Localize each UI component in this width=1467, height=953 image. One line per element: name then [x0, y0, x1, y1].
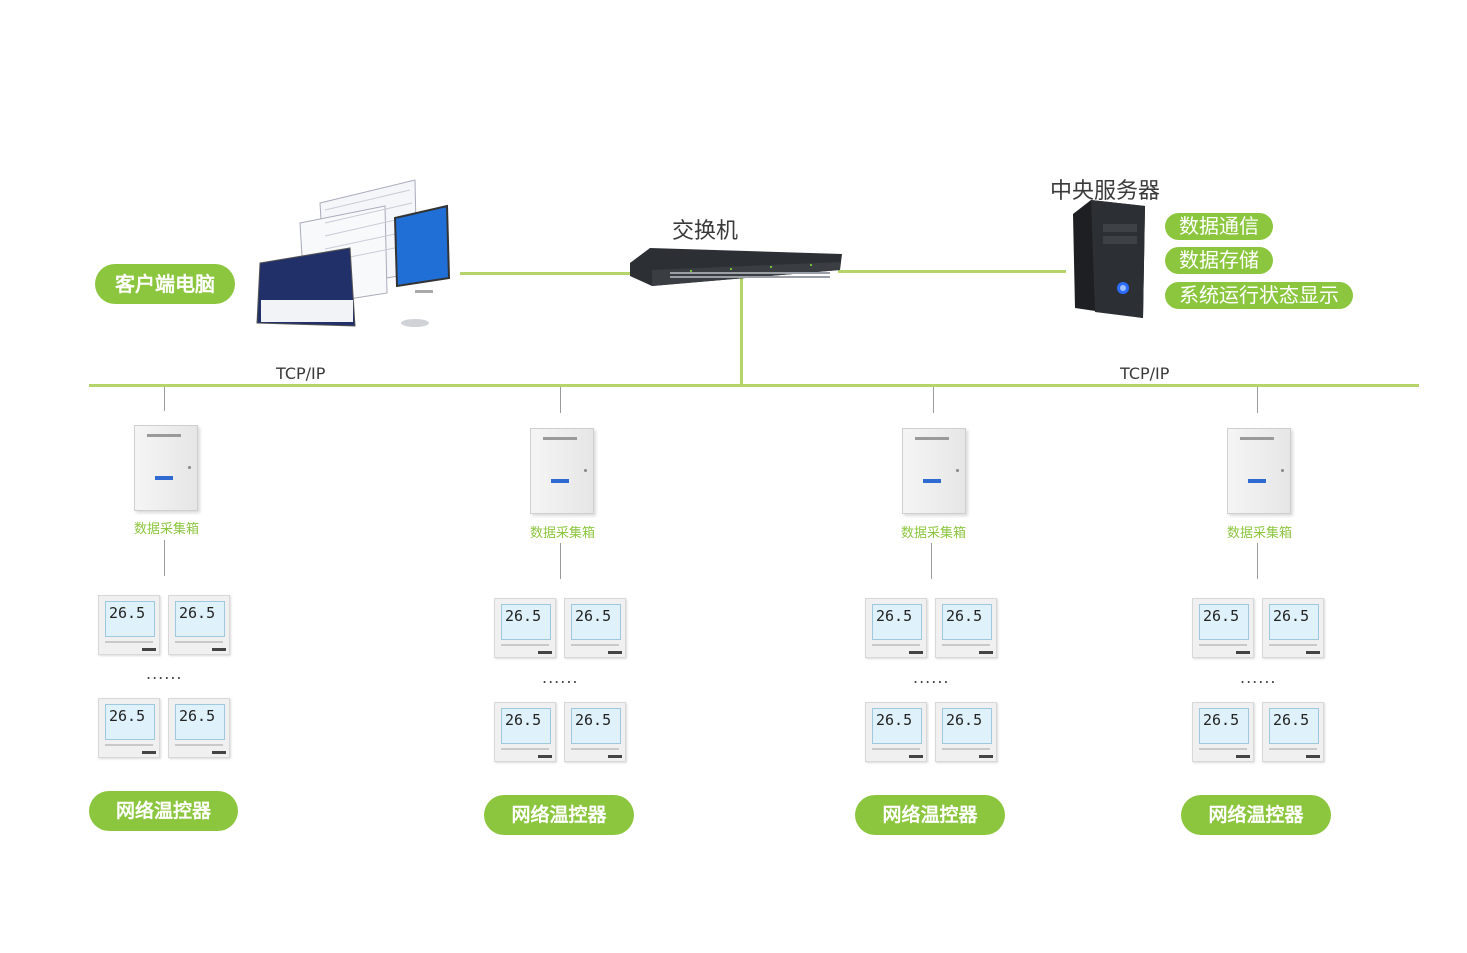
thermostat: 26.5 — [1192, 598, 1254, 658]
thermostat: 26.5 — [1192, 702, 1254, 762]
data-collector-label: 数据采集箱 — [134, 522, 200, 537]
more-thermostats-ellipsis: ...... — [146, 664, 183, 683]
data-collector-label: 数据采集箱 — [530, 526, 596, 541]
thermostat: 26.5 — [98, 698, 160, 758]
thermostat: 26.5 — [865, 598, 927, 658]
thermostat: 26.5 — [865, 702, 927, 762]
network-bus-line — [89, 384, 1419, 387]
thermostat: 26.5 — [1262, 702, 1324, 762]
data-collector-label: 数据采集箱 — [901, 526, 967, 541]
collector-to-thermostat-line — [1257, 543, 1258, 579]
more-thermostats-ellipsis: ...... — [913, 668, 950, 687]
data-collector-label: 数据采集箱 — [1227, 526, 1293, 541]
more-thermostats-ellipsis: ...... — [1240, 668, 1277, 687]
server-function-comm: 数据通信 — [1165, 213, 1273, 240]
thermostat: 26.5 — [935, 702, 997, 762]
server-function-storage: 数据存储 — [1165, 247, 1273, 274]
data-collector-box — [902, 428, 966, 514]
data-collector-box — [530, 428, 594, 514]
thermostat: 26.5 — [168, 595, 230, 655]
pc-to-switch-line — [460, 272, 636, 275]
thermostat-group-label: 网络温控器 — [89, 791, 238, 831]
thermostat-group-label: 网络温控器 — [484, 795, 634, 835]
collector-to-thermostat-line — [931, 543, 932, 579]
more-thermostats-ellipsis: ...... — [542, 668, 579, 687]
branch-drop-line — [560, 387, 561, 413]
switch-image — [630, 248, 842, 286]
branch-drop-line — [164, 387, 165, 411]
client-pc-label: 客户端电脑 — [95, 264, 235, 304]
thermostat: 26.5 — [494, 598, 556, 658]
thermostat: 26.5 — [1262, 598, 1324, 658]
thermostat: 26.5 — [98, 595, 160, 655]
thermostat: 26.5 — [564, 702, 626, 762]
thermostat: 26.5 — [935, 598, 997, 658]
switch-to-bus-line — [740, 274, 743, 385]
server-label: 中央服务器 — [1050, 179, 1161, 204]
thermostat-group-label: 网络温控器 — [1181, 795, 1331, 835]
thermostat: 26.5 — [564, 598, 626, 658]
branch-drop-line — [933, 387, 934, 413]
thermostat-group-label: 网络温控器 — [855, 795, 1005, 835]
server-image — [1073, 200, 1145, 320]
thermostat: 26.5 — [168, 698, 230, 758]
switch-to-server-line — [838, 270, 1066, 273]
collector-to-thermostat-line — [560, 543, 561, 579]
client-pc-image — [255, 178, 455, 328]
tcp-ip-label-right: TCP/IP — [1120, 364, 1170, 383]
thermostat: 26.5 — [494, 702, 556, 762]
collector-to-thermostat-line — [164, 540, 165, 576]
branch-drop-line — [1257, 387, 1258, 413]
server-function-status: 系统运行状态显示 — [1165, 282, 1353, 309]
switch-label: 交换机 — [672, 219, 739, 244]
data-collector-box — [1227, 428, 1291, 514]
data-collector-box — [134, 425, 198, 511]
tcp-ip-label-left: TCP/IP — [276, 364, 326, 383]
